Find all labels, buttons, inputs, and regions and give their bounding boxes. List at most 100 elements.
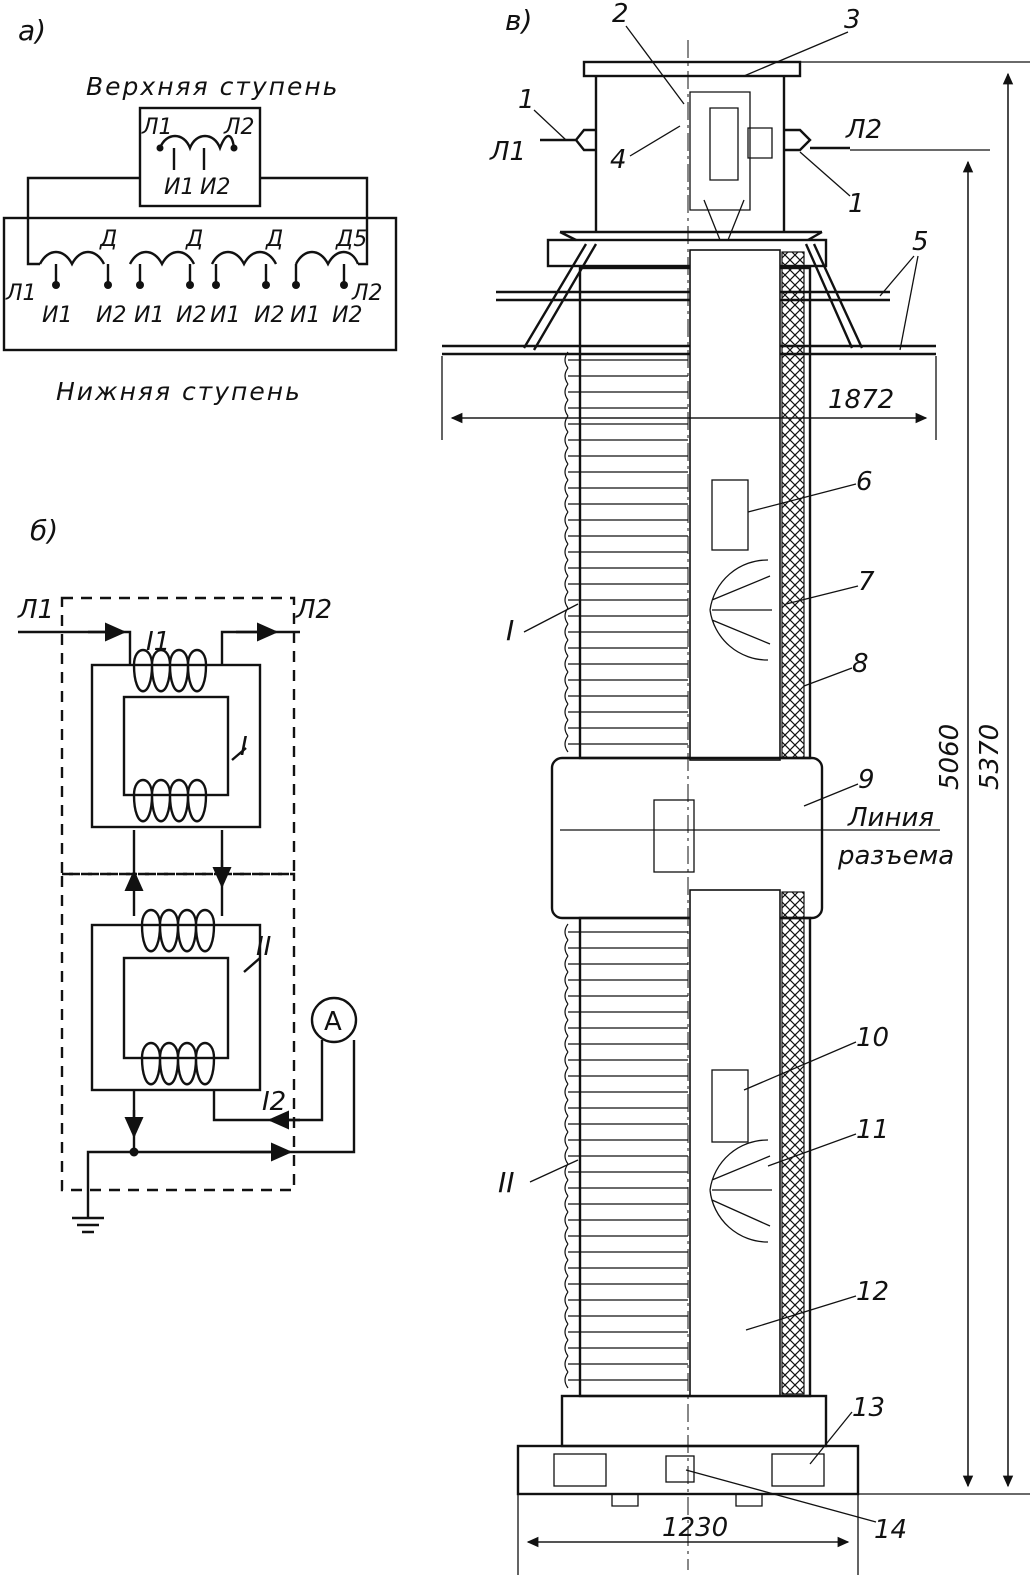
top-head-internal — [689, 91, 773, 241]
upper-label-i2: И2 — [200, 175, 230, 200]
upper-porcelain-sheds — [564, 351, 688, 753]
shed-rib — [564, 923, 688, 941]
svg-text:7: 7 — [858, 567, 875, 597]
shed-rib — [564, 1275, 688, 1293]
callout-4: 4 — [610, 125, 681, 175]
lower-label-d-2: Д — [185, 227, 203, 252]
stage-ii-label: II — [498, 1166, 515, 1199]
core-2-label: II — [256, 932, 271, 962]
shed-rib — [564, 1131, 688, 1149]
shed-rib — [564, 719, 688, 737]
svg-text:9: 9 — [858, 765, 875, 795]
lower-winding — [38, 250, 360, 267]
core-2-secondary-coil — [140, 1041, 216, 1086]
return-lead — [86, 1040, 356, 1190]
lower-taps — [54, 264, 346, 285]
lower-winding-11 — [709, 1139, 772, 1243]
shed-rib — [564, 1339, 688, 1357]
shed-rib — [564, 655, 688, 673]
upper-label-l1: Л1 — [141, 115, 173, 140]
shed-rib — [564, 367, 688, 385]
shed-rib — [564, 1227, 688, 1245]
svg-text:14: 14 — [874, 1515, 907, 1545]
upper-terminal-l2 — [230, 144, 238, 152]
svg-text:4: 4 — [610, 145, 627, 175]
junction-box — [653, 799, 695, 873]
top-head-flange — [546, 238, 828, 268]
shed-rib — [564, 495, 688, 513]
terminal-l2-bushing — [784, 128, 850, 152]
lower-label-1: И1 — [42, 303, 72, 328]
lower-label-d-1: Д — [99, 227, 117, 252]
shed-rib — [564, 479, 688, 497]
svg-text:12: 12 — [856, 1277, 889, 1307]
shed-rib — [564, 415, 688, 433]
current-i2-label: I2 — [262, 1087, 286, 1117]
shed-rib — [564, 1051, 688, 1069]
callout-14: 14 — [685, 1469, 907, 1545]
lower-label-3: И1 — [134, 303, 164, 328]
core-1-outer — [90, 663, 262, 829]
shed-rib — [564, 939, 688, 957]
junction-dot — [129, 1147, 139, 1157]
core-1-label: I — [240, 732, 248, 762]
ammeter-label: A — [324, 1007, 342, 1037]
lower-leads — [26, 258, 369, 266]
dim-5370-label: 5370 — [975, 724, 1005, 790]
shed-rib — [564, 1243, 688, 1261]
shed-rib — [564, 1147, 688, 1165]
dim-1230-label: 1230 — [662, 1513, 728, 1543]
panel-a-winding-scheme: a) Верхняя ступень Л1 Л2 И1 И2 Д Д Д — [2, 14, 398, 406]
svg-text:6: 6 — [856, 467, 873, 497]
svg-text:5: 5 — [912, 227, 929, 257]
shed-rib — [564, 1291, 688, 1309]
ground-icon — [72, 1190, 104, 1234]
shed-rib — [564, 1163, 688, 1181]
shed-rib — [564, 447, 688, 465]
upper-label-l2: Л2 — [223, 115, 255, 140]
stage-1-dashed-enclosure — [60, 596, 296, 876]
dimension-height-total: 5370 — [800, 61, 1030, 1495]
lower-label-d-3: Д — [265, 227, 283, 252]
dim-5060-label: 5060 — [935, 724, 965, 790]
svg-text:2: 2 — [612, 0, 629, 29]
shed-rib — [564, 1259, 688, 1277]
shed-rib — [564, 639, 688, 657]
shed-rib — [564, 399, 688, 417]
svg-text:1: 1 — [848, 189, 865, 219]
shed-rib — [564, 735, 688, 753]
input-label-l1: Л1 — [17, 595, 54, 625]
shed-rib — [564, 987, 688, 1005]
shed-rib — [564, 1179, 688, 1197]
shed-rib — [564, 607, 688, 625]
core-1-primary-coil — [132, 648, 208, 693]
panel-v-transformer-drawing: в) Л1 Л2 Линия разъема — [441, 0, 1030, 1575]
stage-i-label: I — [506, 614, 514, 647]
lower-stage-caption: Нижняя ступень — [56, 377, 302, 406]
svg-text:13: 13 — [852, 1393, 885, 1423]
callout-5: 5 — [879, 227, 929, 351]
output-lead — [220, 630, 300, 665]
shed-rib — [564, 1323, 688, 1341]
shed-rib — [564, 383, 688, 401]
ammeter-symbol — [310, 996, 358, 1044]
shed-rib — [564, 1355, 688, 1373]
lower-oil-hatching — [781, 891, 805, 1395]
shed-rib — [564, 1099, 688, 1117]
upper-terminal-l1 — [156, 144, 164, 152]
terminal-l2-label: Л2 — [845, 115, 882, 145]
top-cover-plate — [582, 60, 802, 78]
callout-3: 3 — [743, 5, 861, 77]
svg-text:3: 3 — [844, 5, 861, 35]
lower-porcelain-sheds — [564, 923, 688, 1389]
callout-6: 6 — [747, 467, 873, 513]
callout-2: 2 — [612, 0, 685, 105]
callout-10: 10 — [743, 1023, 889, 1091]
upper-core-6 — [711, 479, 749, 551]
callout-8: 8 — [803, 649, 869, 687]
shed-rib — [564, 543, 688, 561]
shed-rib — [564, 1371, 688, 1389]
dimension-width-top: 1872 — [441, 356, 937, 440]
terminal-l1-label: Л1 — [489, 137, 526, 167]
